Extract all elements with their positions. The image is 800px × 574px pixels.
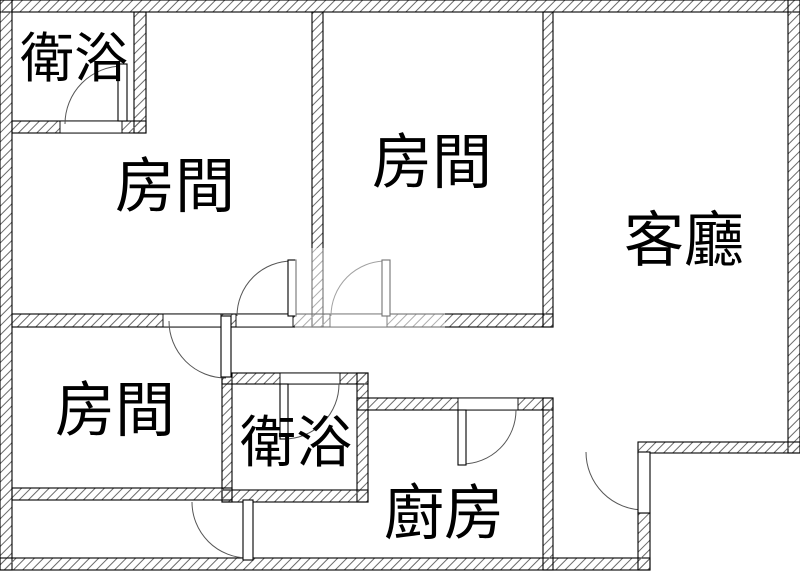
wall-bath-tl-right bbox=[133, 11, 147, 134]
room-label-living-room: 客廳 bbox=[624, 208, 744, 274]
room-label-kitchen: 廚房 bbox=[384, 481, 504, 547]
wall-bedroom-bl-bottom bbox=[11, 487, 233, 501]
wall-outer-left bbox=[0, 0, 13, 571]
door-leaf-bedroom-tm bbox=[381, 259, 391, 317]
door-leaf-bedroom-tl bbox=[287, 259, 297, 317]
door-leaf-bath-tl bbox=[117, 63, 128, 122]
wall-kitchen-right bbox=[542, 397, 554, 571]
wall-kitchen-top bbox=[356, 397, 554, 411]
door-swing-arc-bath-mid bbox=[283, 383, 340, 440]
door-leaf-bedroom-bl bbox=[220, 315, 232, 378]
wall-living-room-left bbox=[542, 11, 554, 328]
door-opening-kitchen bbox=[457, 397, 519, 411]
room-label-bedroom-top-middle: 房間 bbox=[372, 130, 492, 196]
wall-bath-mid-right bbox=[356, 372, 369, 503]
wall-bottom-right-stub bbox=[637, 512, 651, 571]
wall-outer-top bbox=[0, 0, 800, 13]
door-leaf-bath-mid bbox=[279, 383, 289, 440]
door-swing-arc-exit bbox=[585, 451, 645, 511]
door-opening-bedroom-bl bbox=[162, 313, 222, 328]
door-opening-bath-mid bbox=[279, 372, 341, 385]
room-label-bathroom-middle: 衛浴 bbox=[240, 413, 352, 475]
door-leaf-kitchen bbox=[457, 409, 467, 466]
door-swing-arc-bedroom-tl bbox=[236, 260, 293, 317]
door-swing-arc-bedroom-tm bbox=[330, 260, 387, 317]
door-swing-arc-bedroom-bl bbox=[168, 320, 227, 379]
door-swing-arc-corridor bbox=[191, 501, 249, 559]
door-swing-arc-kitchen bbox=[461, 409, 517, 465]
door-opening-bedroom-tm bbox=[329, 313, 388, 328]
door-opening-bath-tl bbox=[59, 120, 123, 134]
room-label-bedroom-bottom-left: 房間 bbox=[55, 378, 175, 444]
wall-living-room-step bbox=[637, 441, 800, 454]
watermark bbox=[295, 248, 445, 340]
door-opening-bedroom-tl bbox=[235, 313, 294, 328]
door-leaf-exit bbox=[637, 451, 651, 514]
room-label-bedroom-top-left: 房間 bbox=[115, 154, 235, 220]
wall-outer-right bbox=[787, 0, 800, 454]
door-swing-arc-bath-tl bbox=[64, 65, 124, 125]
room-label-bathroom-top-left: 衛浴 bbox=[20, 29, 128, 89]
door-leaf-corridor bbox=[242, 499, 254, 561]
wall-bath-mid-left bbox=[221, 372, 233, 503]
